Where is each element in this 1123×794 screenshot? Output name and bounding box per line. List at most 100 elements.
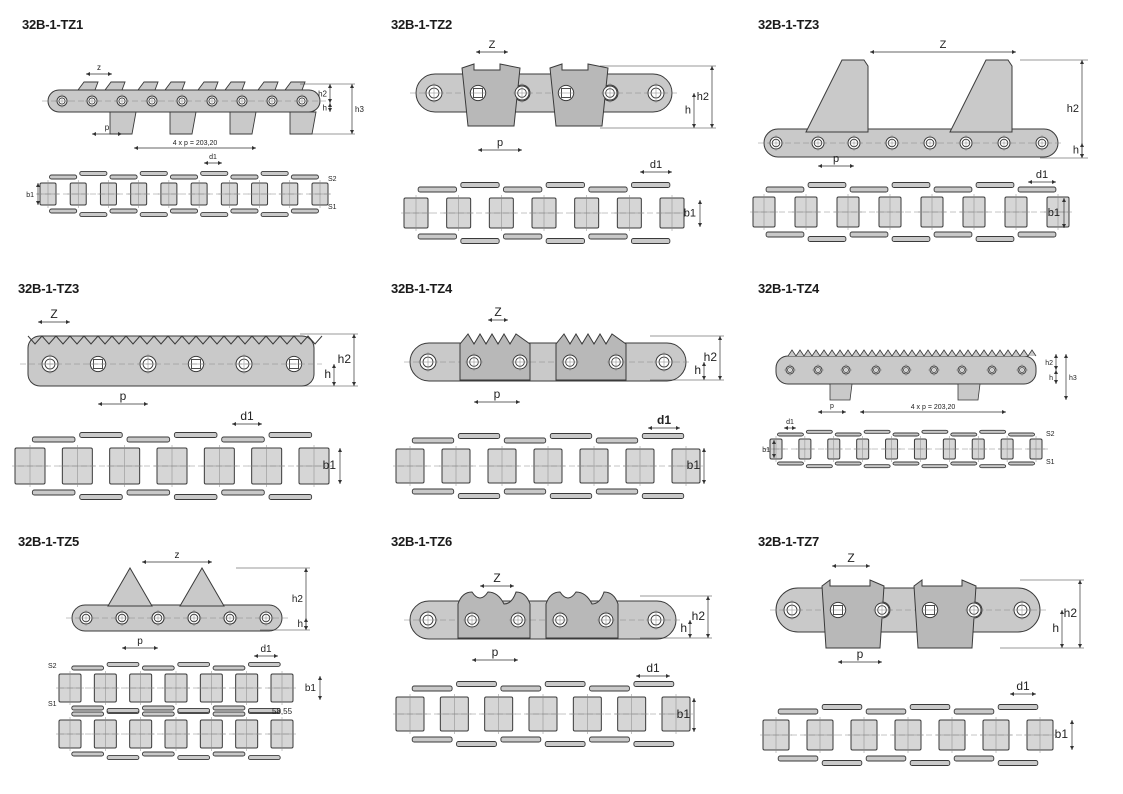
- side-plate: [950, 461, 978, 466]
- side-plate: [544, 681, 586, 687]
- arrow-head: [878, 660, 882, 664]
- side-plate: [460, 238, 500, 244]
- side-plate: [169, 174, 199, 180]
- side-plate: [892, 432, 920, 437]
- attachment-plate: [549, 63, 609, 127]
- serration: [787, 349, 1037, 357]
- h2-label: h2: [697, 91, 709, 103]
- side-plate: [500, 685, 542, 692]
- side-plate: [411, 488, 455, 495]
- arrow-head: [818, 164, 822, 168]
- h2-label: h2: [338, 352, 352, 366]
- arrow-head: [516, 400, 520, 404]
- arrow-head: [692, 124, 696, 128]
- side-plate: [221, 436, 265, 443]
- side-plate: [106, 707, 140, 713]
- arrow-head: [702, 448, 706, 452]
- z-label: Z: [494, 305, 501, 319]
- arrow-head: [232, 422, 236, 426]
- side-plate: [79, 494, 123, 500]
- side-plate: [71, 711, 105, 717]
- side-plate: [177, 755, 211, 761]
- arrow-head: [688, 634, 692, 638]
- side-plate: [126, 489, 171, 496]
- side-plate: [589, 736, 630, 743]
- arrow-head: [472, 658, 476, 662]
- arrow-head: [1032, 692, 1036, 696]
- arrow-head: [702, 362, 706, 366]
- side-plate: [230, 208, 259, 214]
- side-plate: [221, 489, 265, 496]
- side-plate: [169, 208, 199, 214]
- side-plate: [595, 437, 639, 444]
- p-label: p: [833, 153, 839, 165]
- arrow-head: [252, 146, 256, 150]
- arrow-head: [1060, 644, 1064, 648]
- tooth-plate: [137, 81, 186, 91]
- arrow-head: [1054, 354, 1058, 358]
- arrow-head: [792, 426, 796, 430]
- panel-title: 32B-1-TZ5: [18, 534, 80, 549]
- panel-title: 32B-1-TZ3: [18, 281, 80, 296]
- side-plate: [457, 493, 501, 499]
- arrow-head: [1080, 154, 1084, 158]
- arrow-head: [772, 440, 776, 444]
- s1-label: S1: [48, 701, 57, 708]
- side-plate: [177, 661, 211, 667]
- arrow-head: [318, 676, 322, 680]
- side-plate: [417, 186, 457, 193]
- h3-label: h3: [1069, 375, 1077, 382]
- side-plate: [777, 708, 819, 715]
- foot-plate: [289, 111, 317, 135]
- arrow-head: [332, 364, 336, 368]
- h2-label: h2: [318, 90, 327, 99]
- side-plate: [417, 233, 457, 240]
- arrow-head: [328, 108, 332, 112]
- h-label: h: [680, 621, 687, 635]
- p-label: p: [120, 389, 127, 403]
- arrow-head: [218, 161, 222, 165]
- arrow-head: [352, 334, 356, 338]
- arrow-head: [772, 454, 776, 458]
- p-label: p: [105, 123, 110, 132]
- arrow-head: [866, 564, 870, 568]
- d1-label: d1: [240, 409, 254, 423]
- side-plate: [247, 755, 281, 761]
- arrow-head: [38, 320, 42, 324]
- side-plate: [268, 494, 313, 500]
- side-plate: [953, 708, 995, 715]
- side-plate: [1017, 186, 1057, 193]
- side-plate: [212, 705, 246, 711]
- side-plate: [595, 488, 639, 495]
- arrow-head: [118, 132, 122, 136]
- arrow-head: [504, 318, 508, 322]
- arrow-head: [504, 50, 508, 54]
- side-plate: [891, 236, 931, 242]
- side-plate: [260, 170, 289, 176]
- arrow-head: [352, 382, 356, 386]
- side-plate: [49, 208, 78, 214]
- arrow-head: [1054, 366, 1058, 370]
- arrow-head: [144, 402, 148, 406]
- side-plate: [500, 736, 542, 743]
- arrow-head: [1052, 180, 1056, 184]
- arrow-head: [204, 161, 208, 165]
- side-plate: [807, 182, 847, 188]
- side-plate: [807, 236, 847, 242]
- side-plate: [411, 685, 453, 692]
- z-label: Z: [847, 551, 854, 565]
- arrow-head: [702, 376, 706, 380]
- arrow-head: [850, 164, 854, 168]
- side-plate: [456, 741, 497, 747]
- arrow-head: [518, 148, 522, 152]
- side-plate: [79, 212, 108, 218]
- side-plate: [589, 685, 630, 692]
- s2-label: S2: [1046, 431, 1055, 438]
- tooth-plate: [77, 81, 126, 91]
- arrow-head: [304, 626, 308, 630]
- h3-label: h3: [355, 105, 364, 114]
- side-plate: [892, 461, 920, 466]
- arrow-head: [668, 170, 672, 174]
